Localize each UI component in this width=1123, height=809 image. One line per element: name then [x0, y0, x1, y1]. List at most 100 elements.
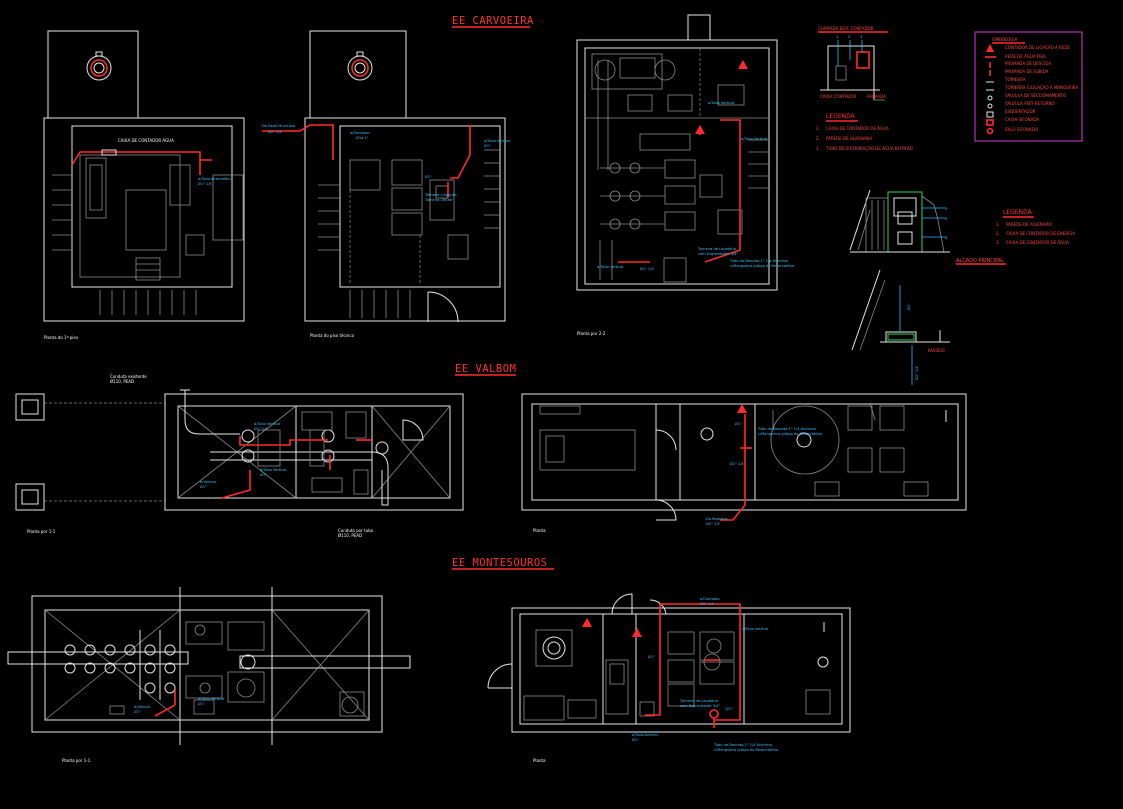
svg-text:CAIXA DE CONTADOR DE ENERGIA: CAIXA DE CONTADOR DE ENERGIA [1006, 231, 1075, 236]
svg-text:TUBO DE DISTRIBUIÇÃO DE ÁGUA E: TUBO DE DISTRIBUIÇÃO DE ÁGUA EM PEAD [825, 146, 913, 151]
svg-text:RALO SIFONADO: RALO SIFONADO [1005, 127, 1038, 132]
plan-carvoeira-1: CAIXA DE CONTADOR ÁGUA a/Tubo Intermédio… [43, 30, 245, 340]
svg-text:CAIXA DE CONTADOR DE ÁGUA: CAIXA DE CONTADOR DE ÁGUA [826, 126, 889, 131]
svg-text:Ø1": Ø1" [648, 654, 655, 659]
svg-text:Ø1": Ø1" [134, 709, 141, 714]
svg-text:com Esquentador 3/4": com Esquentador 3/4" [680, 704, 721, 708]
svg-text:2: 2 [945, 217, 947, 221]
caption-valbom-2: Planta [533, 528, 546, 533]
svg-text:3.: 3. [996, 240, 1000, 245]
plan-valbom-1: Conduta existente Ø110, PEAD a/Tubo Vert… [15, 374, 464, 538]
svg-text:3: 3 [860, 35, 862, 39]
svg-text:2: 2 [848, 35, 850, 39]
svg-text:a/Tubo vertical: a/Tubo vertical [742, 627, 768, 631]
svg-text:Ø1": Ø1" [260, 472, 267, 477]
svg-text:CAIXA DE CONTADOR DE ÁGUA: CAIXA DE CONTADOR DE ÁGUA [1006, 240, 1069, 245]
caption-carvoeira-3: Planta por 2-2 [577, 331, 606, 336]
svg-text:a/Tubo Vertical: a/Tubo Vertical [198, 697, 224, 701]
svg-text:3: 3 [945, 236, 947, 240]
note-montesouros-tubo: Tubo de Descida 1" 1/4 Alumínio [713, 743, 772, 747]
svg-text:2.: 2. [996, 231, 1000, 236]
svg-text:1.: 1. [816, 126, 820, 131]
svg-text:Ø1" 1/4: Ø1" 1/4 [640, 266, 654, 271]
svg-text:Torneira de Lavatório: Torneira de Lavatório [697, 247, 736, 251]
svg-text:1.: 1. [996, 222, 1000, 227]
note-rede-municipal: Da Rede Municipal [262, 124, 295, 128]
svg-text:c/Mangueira p/Algo do Reservat: c/Mangueira p/Algo do Reservatório [714, 748, 778, 752]
svg-text:Ø1": Ø1" [726, 706, 733, 711]
plan-montesouros-1: b/Válvula Ø1" a/Tubo Vertical Ø1" Planta… [7, 587, 411, 763]
svg-text:a/Tubo Vertical: a/Tubo Vertical [708, 101, 734, 105]
note-valbom-conduta: Conduta existente [110, 374, 147, 379]
svg-text:TORNEIRA: TORNEIRA [1004, 77, 1026, 82]
svg-text:Da Redeáve: Da Redeáve [706, 517, 728, 521]
detail-chamada: CHAMADA EDIF. CONTADOR 1 2 3 CAIXA CONTA… [818, 26, 888, 101]
svg-text:Tubo de Descida 1" 1/4 Alumíni: Tubo de Descida 1" 1/4 Alumínio [729, 259, 788, 263]
svg-text:a/Contador: a/Contador [350, 131, 370, 135]
svg-text:com Esquentador 3/4": com Esquentador 3/4" [698, 252, 739, 256]
svg-text:Ø1": Ø1" [198, 701, 205, 706]
svg-text:PAREDE DE ALVENARIA: PAREDE DE ALVENARIA [826, 136, 872, 141]
svg-text:a/Tubo Intermédio: a/Tubo Intermédio [198, 177, 231, 181]
svg-text:b/Válvula: b/Válvula [200, 480, 216, 484]
svg-text:Ø1": Ø1" [425, 174, 432, 179]
svg-text:REDE DE ÁGUA FRIA: REDE DE ÁGUA FRIA [1005, 54, 1046, 59]
title-carvoeira: EE CARVOEIRA [452, 15, 534, 27]
caption-montesouros-2: Planta [533, 758, 546, 763]
svg-text:c/Mangueira p/Algo do Reservat: c/Mangueira p/Algo do Reservatório [758, 432, 822, 436]
svg-text:CHAMADA EDIF. CONTADOR: CHAMADA EDIF. CONTADOR [818, 26, 874, 31]
svg-text:Ø2" 1/4: Ø2" 1/4 [700, 601, 714, 606]
svg-text:c/Mangueira p/Algo do Reservat: c/Mangueira p/Algo do Reservatório [730, 264, 794, 268]
svg-text:a/Tubo Interior: a/Tubo Interior [632, 733, 659, 737]
svg-text:Ø1": Ø1" [632, 737, 639, 742]
svg-text:Ø1": Ø1" [200, 484, 207, 489]
title-valbom: EE VALBOM [455, 363, 516, 375]
plan-carvoeira-3: a/Tubo Vertical a/Tubo Vertical Torneira… [576, 14, 794, 336]
svg-text:Ø1" 1/4: Ø1" 1/4 [254, 426, 268, 431]
legend-2: LEGENDA 1. 2. 3. PAREDE DE ALVENARIA CAI… [996, 209, 1075, 245]
svg-text:VÁLVULA ANTI-RETORNO: VÁLVULA ANTI-RETORNO [1005, 101, 1055, 106]
svg-text:PRUMADA DE SUBIDA: PRUMADA DE SUBIDA [1005, 69, 1049, 74]
svg-text:a/Tubo Vertical: a/Tubo Vertical [254, 422, 280, 426]
svg-text:Ø1": Ø1" [906, 303, 911, 310]
svg-text:Torneira utilizar: Torneira utilizar [424, 198, 453, 202]
caption-montesouros-1: Planta por 1-1 [62, 758, 91, 763]
svg-text:FACHADA: FACHADA [867, 94, 886, 99]
plan-valbom-2: Tubo de Descida 1" 1/4 Alumínio c/Mangue… [521, 393, 967, 533]
svg-text:Torneira de Lavatório: Torneira de Lavatório [679, 699, 718, 703]
svg-text:b/Válvula: b/Válvula [134, 705, 150, 709]
svg-text:TORNEIRA C/LIGAÇÃO À MANGUEIRA: TORNEIRA C/LIGAÇÃO À MANGUEIRA [1004, 85, 1078, 90]
svg-text:a/Tubo Vertical: a/Tubo Vertical [597, 265, 623, 269]
svg-text:Tubo de Descida 1" 1/4 Alumíni: Tubo de Descida 1" 1/4 Alumínio [757, 427, 816, 431]
caption-carvoeira-1: Planta do 1º piso [44, 335, 78, 340]
legend-simbologia: SIMBOLOGIA CONTADOR DE LIGAÇÃO À REDE RE… [974, 31, 1083, 142]
legend-1-title: LEGENDA [826, 113, 856, 120]
svg-text:Ø1" 1/4: Ø1" 1/4 [198, 181, 212, 186]
detail-section: Ø1" Ø2" 1/4 PASSEIO [851, 269, 950, 385]
svg-text:a/Tubo Vertical: a/Tubo Vertical [741, 137, 767, 141]
svg-text:CAIXA SIFONADA: CAIXA SIFONADA [1005, 117, 1039, 122]
svg-text:PAREDE DE ALVENARIA: PAREDE DE ALVENARIA [1006, 222, 1052, 227]
svg-text:Ø110, PEAD: Ø110, PEAD [110, 379, 134, 384]
svg-text:2.: 2. [816, 136, 820, 141]
legend-1: LEGENDA 1. 2. 3. CAIXA DE CONTADOR DE ÁG… [816, 113, 913, 151]
svg-text:a/Contador: a/Contador [700, 597, 720, 601]
svg-text:Conduta por tubo: Conduta por tubo [338, 528, 374, 533]
plan-montesouros-2: a/Contador Ø2" 1/4 a/Tubo vertical Torne… [487, 593, 851, 763]
svg-text:Ø1" 1/4: Ø1" 1/4 [730, 461, 744, 466]
svg-text:ALÇADO PRINCIPAL: ALÇADO PRINCIPAL [956, 258, 1004, 264]
svg-text:CONTADOR DE LIGAÇÃO À REDE: CONTADOR DE LIGAÇÃO À REDE [1005, 45, 1070, 50]
svg-text:1: 1 [836, 35, 838, 39]
svg-text:Ø1": Ø1" [484, 143, 491, 148]
svg-text:SIMBOLOGIA: SIMBOLOGIA [992, 37, 1018, 42]
svg-text:Ø1": Ø1" [735, 421, 742, 426]
svg-text:PRUMADA DE DESCIDA: PRUMADA DE DESCIDA [1005, 61, 1051, 66]
svg-text:Ø1a 1": Ø1a 1" [356, 135, 369, 140]
svg-text:a/Tubo Vertical: a/Tubo Vertical [484, 139, 510, 143]
svg-text:Ø2" 1/4: Ø2" 1/4 [914, 366, 919, 380]
svg-text:Torneira c/ligação: Torneira c/ligação [424, 193, 457, 197]
plan-carvoeira-2: Da Rede Municipal Ø2" 1/4 a/Contador Ø1a… [262, 30, 510, 338]
legend-2-title: LEGENDA [1003, 209, 1033, 216]
title-montesouros: EE MONTESOUROS [452, 557, 548, 569]
